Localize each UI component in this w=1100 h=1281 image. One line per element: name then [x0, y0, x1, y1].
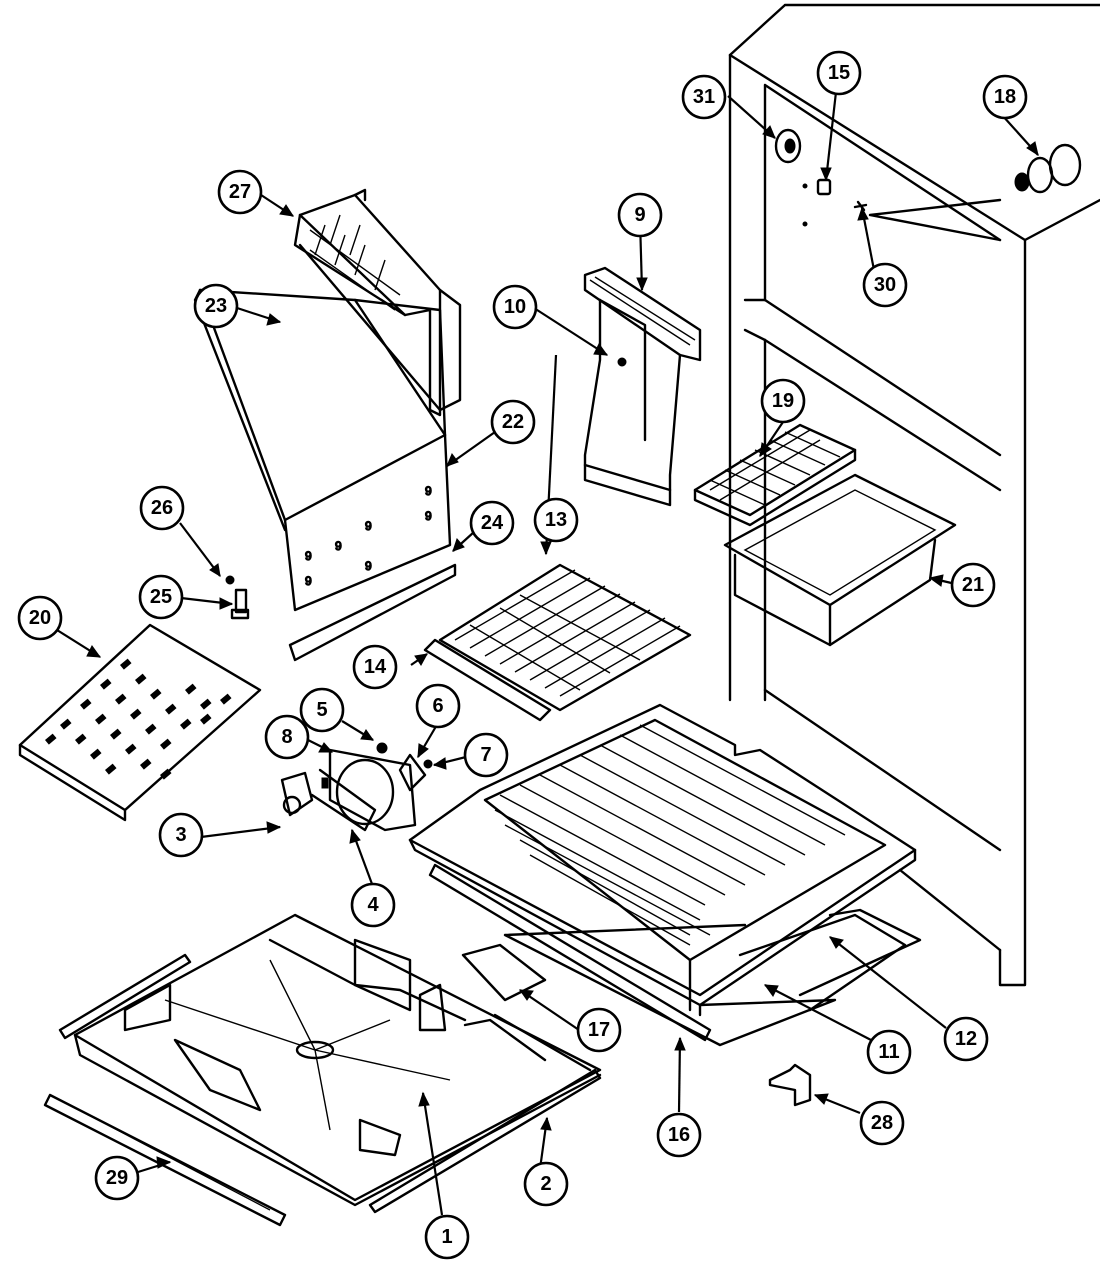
callout-27: 27: [217, 169, 263, 215]
callout-label: 14: [364, 656, 387, 678]
callout-11: 11: [866, 1029, 912, 1075]
callout-label: 17: [588, 1019, 610, 1041]
callout-24: 24: [469, 500, 515, 546]
callout-31: 31: [681, 74, 727, 120]
svg-text:9: 9: [425, 484, 432, 498]
cap-assembly: [1014, 143, 1082, 194]
callout-25: 25: [138, 574, 184, 620]
callout-label: 19: [772, 390, 794, 412]
callout-label: 15: [828, 62, 850, 84]
callout-label: 6: [432, 695, 443, 717]
callout-2: 2: [523, 1161, 569, 1207]
callout-label: 12: [955, 1028, 977, 1050]
svg-text:9: 9: [305, 574, 312, 588]
callout-label: 31: [693, 86, 715, 108]
callout-label: 24: [481, 512, 504, 534]
callout-26: 26: [139, 485, 185, 531]
callout-28: 28: [859, 1100, 905, 1146]
callout-17: 17: [576, 1007, 622, 1053]
callout-label: 2: [540, 1173, 551, 1195]
svg-text:9: 9: [365, 559, 372, 573]
callout-label: 30: [874, 274, 896, 296]
callout-16: 16: [656, 1112, 702, 1158]
storage-bin: [723, 473, 957, 647]
callout-3: 3: [158, 812, 204, 858]
callout-18: 18: [982, 74, 1028, 120]
air-duct: [583, 266, 702, 507]
callout-13: 13: [533, 497, 579, 543]
callout-12: 12: [943, 1016, 989, 1062]
base-rails: [58, 953, 602, 1214]
switch: [802, 178, 832, 227]
callout-label: 29: [106, 1167, 128, 1189]
bracket: [768, 1063, 812, 1107]
svg-text:9: 9: [335, 539, 342, 553]
callout-15: 15: [816, 50, 862, 96]
callout-label: 26: [151, 497, 173, 519]
callout-14: 14: [352, 644, 398, 690]
callout-6: 6: [415, 683, 461, 729]
grille-assembly: [293, 188, 462, 417]
small-fasteners: [225, 575, 250, 620]
callout-29: 29: [94, 1155, 140, 1201]
callout-label: 18: [994, 86, 1016, 108]
freezer-box: 9 9 9 9 9 9 9: [193, 288, 452, 612]
callout-1: 1: [424, 1214, 470, 1260]
callout-label: 20: [29, 607, 51, 629]
screw: [853, 200, 868, 212]
glass-panel: [503, 908, 922, 1047]
callout-label: 4: [367, 894, 379, 916]
callout-label: 10: [504, 296, 526, 318]
callout-label: 11: [878, 1041, 899, 1063]
grid-shelf: [18, 623, 262, 822]
callout-19: 19: [760, 378, 806, 424]
callout-label: 3: [175, 824, 186, 846]
side-rail: [428, 863, 712, 1042]
callout-label: 9: [634, 204, 645, 226]
callout-4: 4: [350, 882, 396, 928]
callout-label: 28: [871, 1112, 893, 1134]
callout-30: 30: [862, 262, 908, 308]
wire-shelf: [423, 563, 692, 722]
svg-text:9: 9: [425, 509, 432, 523]
callout-label: 13: [545, 509, 567, 531]
fan-assembly: [280, 742, 433, 832]
callout-22: 22: [490, 399, 536, 445]
callout-label: 8: [281, 726, 292, 748]
small-panel: [461, 943, 547, 1002]
callout-label: 21: [962, 574, 984, 596]
cabinet: [728, 3, 1100, 987]
ice-tray: [693, 423, 857, 527]
callout-label: 16: [668, 1124, 690, 1146]
callout-label: 7: [480, 744, 491, 766]
svg-text:9: 9: [365, 519, 372, 533]
callout-7: 7: [463, 732, 509, 778]
callout-23: 23: [193, 283, 239, 329]
callout-9: 9: [617, 192, 663, 238]
callout-10: 10: [492, 284, 538, 330]
front-strip: [288, 563, 457, 662]
callout-label: 27: [229, 181, 251, 203]
leader-arrowheads: [86, 125, 1039, 1169]
front-trim: [43, 1093, 287, 1227]
callout-label: 1: [441, 1226, 452, 1248]
callout-21: 21: [950, 562, 996, 608]
svg-text:9: 9: [305, 549, 312, 563]
callout-label: 23: [205, 295, 227, 317]
base-pan: [73, 913, 602, 1207]
callout-label: 25: [150, 586, 172, 608]
callout-8: 8: [264, 714, 310, 760]
callout-20: 20: [17, 595, 63, 641]
callout-label: 5: [316, 699, 327, 721]
callout-label: 22: [502, 411, 524, 433]
control-knob: [774, 128, 802, 164]
callout-5: 5: [299, 687, 345, 733]
